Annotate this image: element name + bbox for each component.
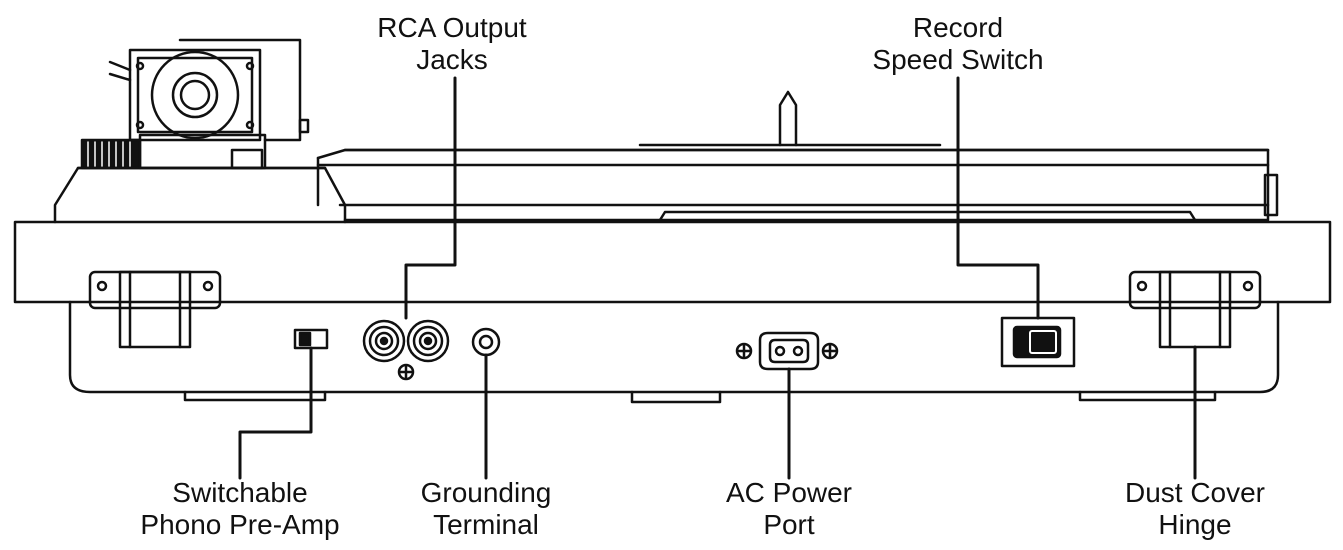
label-speed-line1: Record — [912, 12, 1004, 43]
label-rca-output-jacks: RCA Output Jacks — [352, 12, 552, 76]
label-hinge-line2: Hinge — [1158, 509, 1232, 540]
label-hinge-line1: Dust Cover — [1124, 477, 1266, 508]
label-ac-power-port: AC Power Port — [699, 477, 879, 541]
rca-jacks — [362, 319, 450, 381]
tonearm-assembly — [53, 38, 347, 224]
left-hinge — [88, 270, 222, 349]
speed-switch — [1000, 316, 1076, 368]
leader-speed — [956, 76, 1040, 320]
label-dust-cover-hinge: Dust Cover Hinge — [1105, 477, 1285, 541]
label-ac-line2: Port — [763, 509, 815, 540]
label-ground-line2: Terminal — [433, 509, 539, 540]
preamp-switch — [293, 328, 329, 350]
label-record-speed-switch: Record Speed Switch — [848, 12, 1068, 76]
label-grounding-terminal: Grounding Terminal — [396, 477, 576, 541]
leader-lines — [238, 76, 1197, 480]
plinth — [13, 220, 1332, 404]
label-preamp-line1: Switchable — [172, 477, 308, 508]
grounding-terminal — [471, 327, 501, 357]
label-preamp-line2: Phono Pre-Amp — [140, 509, 340, 540]
label-speed-line2: Speed Switch — [872, 44, 1044, 75]
right-hinge — [1128, 270, 1262, 349]
label-ground-line1: Grounding — [420, 477, 552, 508]
ac-power-port — [735, 331, 839, 371]
leader-preamp — [238, 346, 313, 480]
label-rca-line2: Jacks — [416, 44, 488, 75]
label-rca-line1: RCA Output — [377, 12, 527, 43]
platter — [316, 90, 1279, 222]
label-switchable-phono-preamp: Switchable Phono Pre-Amp — [140, 477, 340, 541]
tonearm-counterweight-knurl — [80, 138, 142, 170]
leader-rca — [404, 76, 457, 320]
label-ac-line1: AC Power — [725, 477, 853, 508]
